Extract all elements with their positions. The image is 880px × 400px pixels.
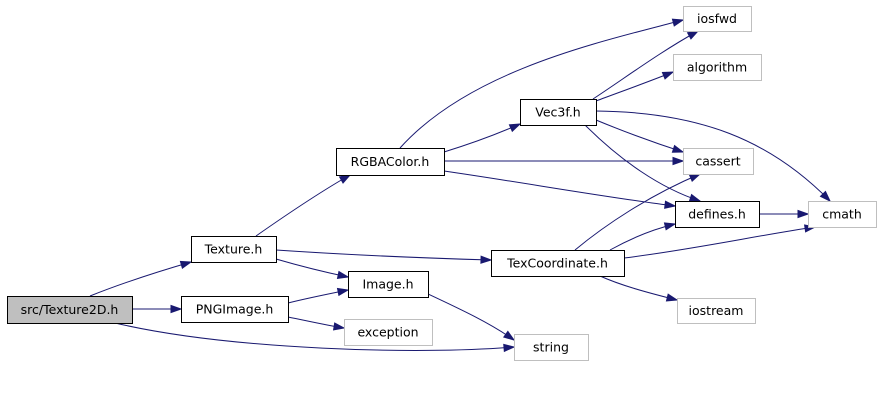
- node-label: algorithm: [687, 60, 747, 75]
- edge-pngimage-to-exception: [287, 316, 346, 331]
- node-label: TexCoordinate.h: [506, 256, 608, 271]
- node-label: exception: [357, 325, 418, 340]
- edge-vec3f-to-cassert: [595, 119, 685, 153]
- node-texture2d[interactable]: src/Texture2D.h: [7, 296, 133, 324]
- node-label: PNGImage.h: [196, 302, 274, 317]
- edge-texcoordinate-to-iostream: [599, 275, 679, 302]
- edge-texcoordinate-to-cassert: [574, 173, 702, 251]
- node-label: iostream: [689, 303, 744, 318]
- node-cassert: cassert: [683, 148, 754, 175]
- node-texture[interactable]: Texture.h: [191, 236, 277, 263]
- node-box: [191, 236, 277, 263]
- node-box: [344, 319, 433, 346]
- edge-vec3f-to-cmath: [595, 110, 832, 203]
- node-label: defines.h: [688, 207, 746, 222]
- node-label: src/Texture2D.h: [21, 302, 119, 317]
- node-label: cmath: [822, 207, 862, 222]
- node-label: Texture.h: [204, 242, 263, 257]
- node-iosfwd: iosfwd: [683, 6, 752, 32]
- edge-texture-to-texcoordinate: [275, 249, 493, 264]
- node-box: [675, 201, 760, 228]
- node-label: iosfwd: [697, 11, 737, 26]
- edge-texture2d-to-texture: [89, 260, 193, 297]
- node-texcoordinate[interactable]: TexCoordinate.h: [491, 250, 625, 277]
- edge-vec3f-to-defines: [584, 124, 702, 202]
- node-box: [348, 271, 429, 298]
- node-label: cassert: [695, 154, 740, 169]
- node-box: [677, 298, 756, 324]
- node-label: Image.h: [362, 277, 413, 292]
- node-string: string: [514, 334, 589, 361]
- node-box: [491, 250, 625, 277]
- edge-defines-to-cmath: [759, 209, 810, 219]
- node-vec3f[interactable]: Vec3f.h: [520, 99, 597, 126]
- node-label: string: [533, 340, 569, 355]
- edge-texture2d-to-pngimage: [132, 304, 183, 314]
- node-box: [673, 54, 762, 81]
- node-exception: exception: [344, 319, 433, 346]
- node-rgbacolor[interactable]: RGBAColor.h: [336, 148, 445, 176]
- edge-rgbacolor-to-iosfwd: [399, 18, 685, 149]
- node-algorithm: algorithm: [673, 54, 762, 81]
- node-label: RGBAColor.h: [351, 154, 430, 169]
- edge-texture-to-rgbacolor: [255, 174, 352, 237]
- edge-texture2d-to-string: [114, 322, 516, 353]
- node-defines[interactable]: defines.h: [675, 201, 760, 228]
- node-iostream: iostream: [677, 298, 756, 324]
- node-box: [514, 334, 589, 361]
- edge-texcoordinate-to-defines: [609, 222, 677, 251]
- edge-image-to-string: [427, 293, 516, 341]
- node-box: [7, 296, 133, 324]
- edge-vec3f-to-algorithm: [595, 71, 675, 102]
- node-box: [808, 201, 877, 228]
- node-box: [683, 6, 752, 32]
- node-box: [181, 296, 289, 323]
- node-image[interactable]: Image.h: [348, 271, 429, 298]
- edge-rgbacolor-to-cassert: [444, 156, 685, 166]
- node-box: [683, 148, 754, 175]
- edge-rgbacolor-to-defines: [443, 170, 677, 209]
- edge-texture-to-image: [275, 258, 350, 279]
- edge-texcoordinate-to-cmath: [623, 224, 817, 259]
- node-cmath: cmath: [808, 201, 877, 228]
- node-box: [520, 99, 597, 126]
- node-label: Vec3f.h: [535, 105, 580, 120]
- edge-pngimage-to-image: [287, 287, 350, 304]
- edge-rgbacolor-to-vec3f: [443, 123, 522, 153]
- node-box: [336, 148, 445, 176]
- node-pngimage[interactable]: PNGImage.h: [181, 296, 289, 323]
